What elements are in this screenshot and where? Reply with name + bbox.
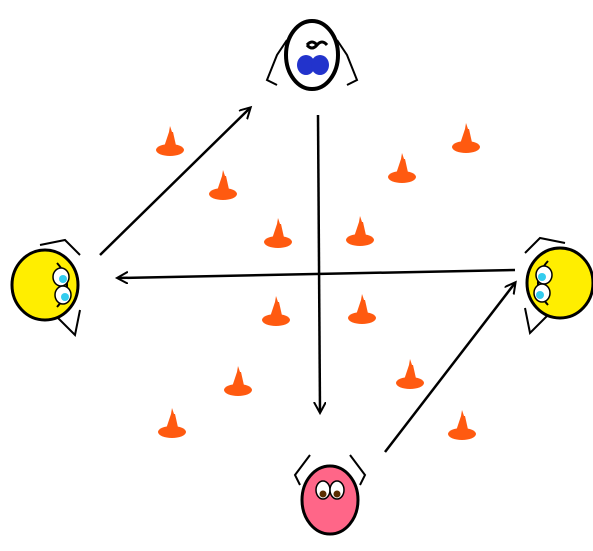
cone-icon <box>209 170 237 200</box>
arrows-group <box>99 108 516 453</box>
cones-group <box>156 123 480 440</box>
cone-icon <box>388 153 416 183</box>
cone-icon <box>264 218 292 248</box>
cone-icon <box>452 123 480 153</box>
cone-icon <box>262 296 290 326</box>
cone-icon <box>396 359 424 389</box>
cone-icon <box>224 366 252 396</box>
cone-icon <box>448 410 476 440</box>
player-top <box>265 19 359 91</box>
cone-icon <box>156 126 184 156</box>
arrow-top-to-bottom <box>318 114 320 412</box>
arrow-right-to-left <box>118 268 516 278</box>
player-bottom <box>293 454 367 536</box>
cone-icon <box>348 294 376 324</box>
cone-icon <box>158 408 186 438</box>
cone-icon <box>346 216 374 246</box>
arrow-left-to-top <box>99 108 250 256</box>
players-group <box>10 19 593 536</box>
player-right <box>524 236 593 336</box>
player-left <box>10 238 81 338</box>
arrow-bottom-to-right <box>384 283 515 453</box>
